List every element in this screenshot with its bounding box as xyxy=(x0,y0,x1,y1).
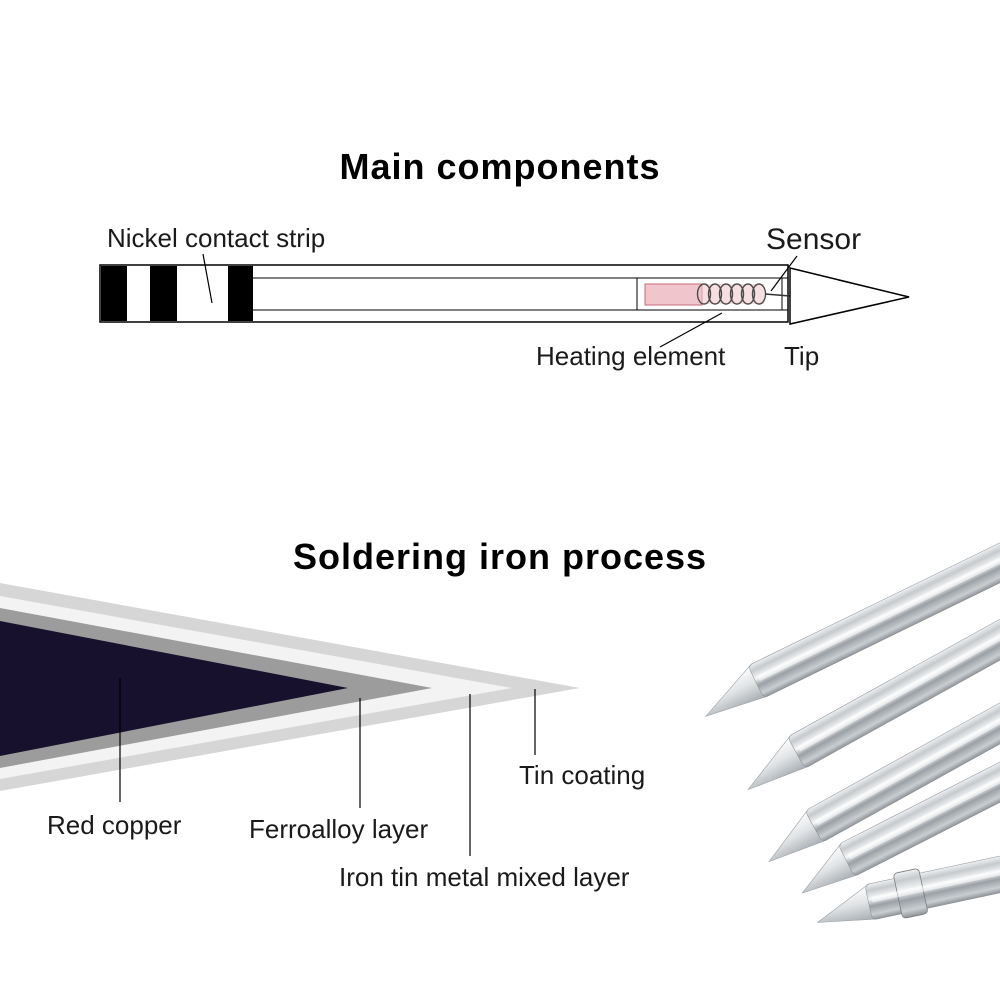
soldering-tip-image xyxy=(704,500,1000,717)
tip-cone-inner-line xyxy=(837,279,910,298)
red-copper-label: Red copper xyxy=(47,810,182,840)
tip-label: Tip xyxy=(784,341,820,371)
tip-cone xyxy=(789,267,910,325)
nickel-pointer-line xyxy=(202,253,213,304)
soldering-tip-image xyxy=(747,563,1000,791)
soldering-tip-image xyxy=(768,647,1000,863)
sensor-label: Sensor xyxy=(766,223,862,256)
soldering-iron-schematic xyxy=(99,253,910,348)
soldering-tips-photo xyxy=(704,500,1000,923)
tip-layers-cone xyxy=(0,583,580,856)
nickel-contact-strip-band xyxy=(228,266,253,321)
tin-coating-label: Tin coating xyxy=(519,760,646,790)
heating-element-label: Heating element xyxy=(536,341,726,371)
soldering-tip-image xyxy=(801,700,1000,894)
soldering-process-title: Soldering iron process xyxy=(292,536,708,577)
main-components-title: Main components xyxy=(339,146,661,187)
sensor-pointer-line xyxy=(770,255,798,292)
layer-red-copper xyxy=(0,621,348,756)
nickel-contact-strip-band xyxy=(101,266,127,321)
nickel-contact-strip-band xyxy=(150,266,177,321)
iron-tin-mixed-layer-label: Iron tin metal mixed layer xyxy=(339,862,630,892)
nickel-contact-strip-label: Nickel contact strip xyxy=(107,223,326,253)
heating-element-body xyxy=(644,283,703,306)
soldering-tip-image xyxy=(816,823,1000,923)
ferroalloy-layer-label: Ferroalloy layer xyxy=(249,814,429,844)
coil-lead-wire xyxy=(764,293,791,297)
heating-pointer-line xyxy=(659,312,723,348)
